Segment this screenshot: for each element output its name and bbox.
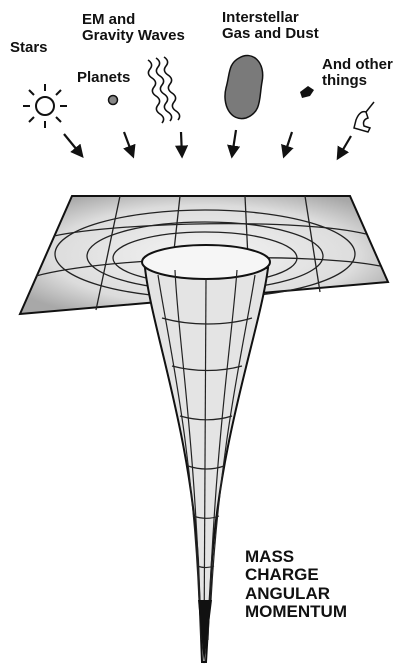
- arrow-other-1: [284, 132, 292, 156]
- arrow-waves: [181, 132, 182, 156]
- arrow-planets: [124, 132, 133, 156]
- label-stars: Stars: [10, 40, 48, 56]
- debris-icon: [300, 86, 374, 132]
- label-planets: Planets: [77, 70, 130, 86]
- gas-cloud-icon: [225, 55, 263, 118]
- arrow-gas: [232, 130, 236, 156]
- property-mass: MASS: [245, 548, 347, 566]
- label-interstellar-gas-dust: Interstellar Gas and Dust: [222, 10, 319, 42]
- label-other-things: And other things: [322, 57, 393, 89]
- black-hole-properties: MASS CHARGE ANGULAR MOMENTUM: [245, 548, 347, 621]
- planet-icon: [109, 96, 118, 105]
- well-opening: [142, 245, 270, 279]
- wave-icon: [148, 57, 180, 123]
- infall-arrows: [64, 130, 351, 158]
- arrow-stars: [64, 134, 82, 156]
- property-momentum: MOMENTUM: [245, 603, 347, 621]
- property-charge: CHARGE: [245, 566, 347, 584]
- property-angular: ANGULAR: [245, 585, 347, 603]
- sun-icon: [23, 84, 67, 128]
- label-em-gravity-waves: EM and Gravity Waves: [82, 12, 185, 44]
- arrow-other-2: [338, 136, 351, 158]
